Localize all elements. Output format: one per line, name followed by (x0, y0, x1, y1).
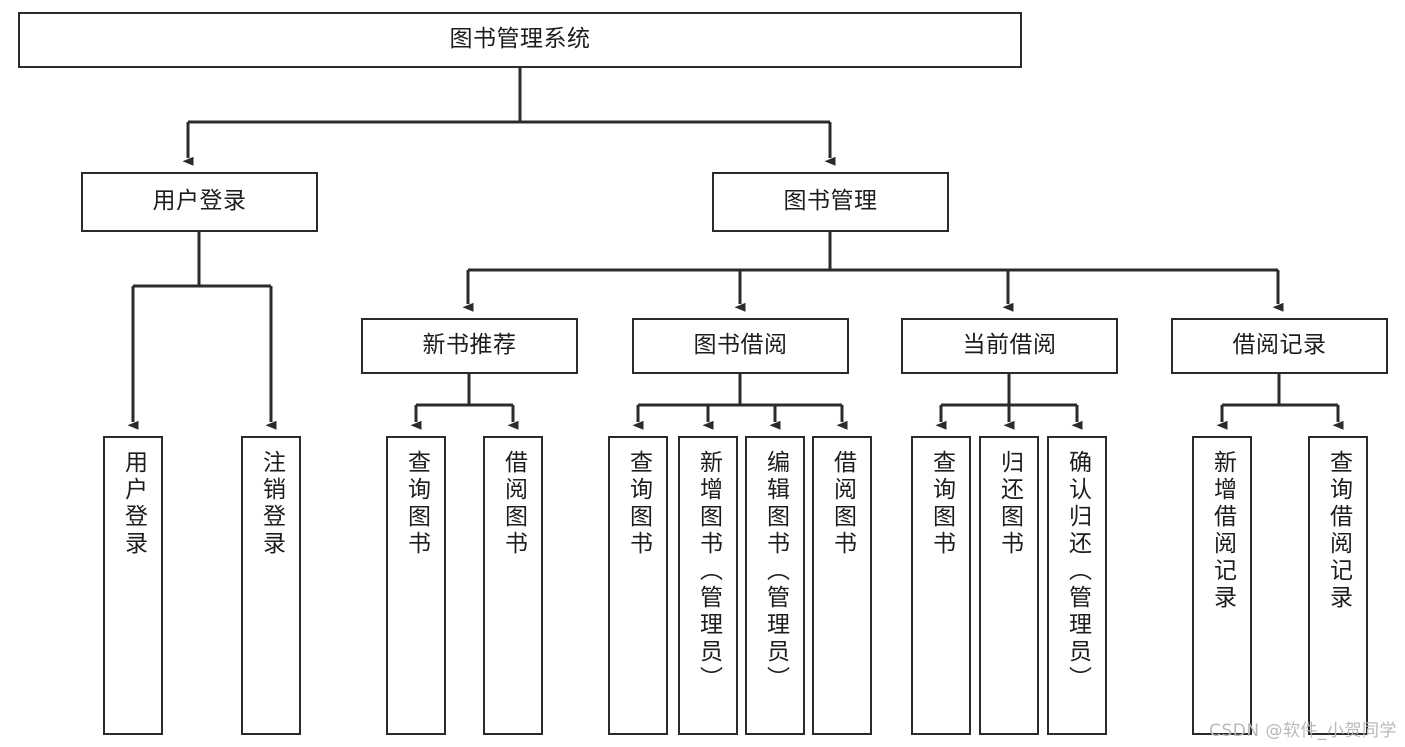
node-current-borrow[interactable]: 当前借阅 (901, 318, 1118, 374)
node-label: 图书管理 (783, 188, 878, 215)
node-user-login[interactable]: 用户登录 (81, 172, 318, 232)
node-label: 归还图书 (996, 450, 1023, 558)
leaf-node[interactable]: 用户登录 (103, 436, 163, 735)
leaf-node[interactable]: 查询借阅记录 (1308, 436, 1368, 735)
leaf-node[interactable]: 查询图书 (608, 436, 668, 735)
leaf-node[interactable]: 新增借阅记录 (1192, 436, 1252, 735)
node-label: 借阅图书 (500, 450, 527, 558)
node-new-book-recommend[interactable]: 新书推荐 (361, 318, 578, 374)
leaf-node[interactable]: 确认归还（管理员） (1047, 436, 1107, 735)
leaf-node[interactable]: 借阅图书 (812, 436, 872, 735)
node-label: 用户登录 (152, 188, 247, 215)
node-label: 查询图书 (403, 450, 430, 558)
node-book-borrow[interactable]: 图书借阅 (632, 318, 849, 374)
node-label: 查询图书 (625, 450, 652, 558)
node-label: 图书管理系统 (449, 26, 591, 53)
node-label: 查询借阅记录 (1325, 450, 1352, 612)
leaf-node[interactable]: 借阅图书 (483, 436, 543, 735)
node-borrow-records[interactable]: 借阅记录 (1171, 318, 1388, 374)
node-label: 当前借阅 (962, 332, 1057, 359)
node-book-management[interactable]: 图书管理 (712, 172, 949, 232)
node-label: 新书推荐 (422, 332, 517, 359)
node-label: 新增图书（管理员） (695, 450, 722, 693)
leaf-node[interactable]: 查询图书 (911, 436, 971, 735)
leaf-node[interactable]: 新增图书（管理员） (678, 436, 738, 735)
node-label: 图书借阅 (693, 332, 788, 359)
node-label: 确认归还（管理员） (1064, 450, 1091, 693)
node-root-system[interactable]: 图书管理系统 (18, 12, 1022, 68)
node-label: 借阅图书 (829, 450, 856, 558)
leaf-node[interactable]: 查询图书 (386, 436, 446, 735)
node-label: 注销登录 (258, 450, 285, 558)
node-label: 用户登录 (120, 450, 147, 558)
leaf-node[interactable]: 编辑图书（管理员） (745, 436, 805, 735)
leaf-node[interactable]: 注销登录 (241, 436, 301, 735)
csdn-watermark: CSDN @软件_小贺同学 (1209, 721, 1397, 741)
node-label: 借阅记录 (1232, 332, 1327, 359)
node-label: 新增借阅记录 (1209, 450, 1236, 612)
leaf-node[interactable]: 归还图书 (979, 436, 1039, 735)
node-label: 查询图书 (928, 450, 955, 558)
node-label: 编辑图书（管理员） (762, 450, 789, 693)
